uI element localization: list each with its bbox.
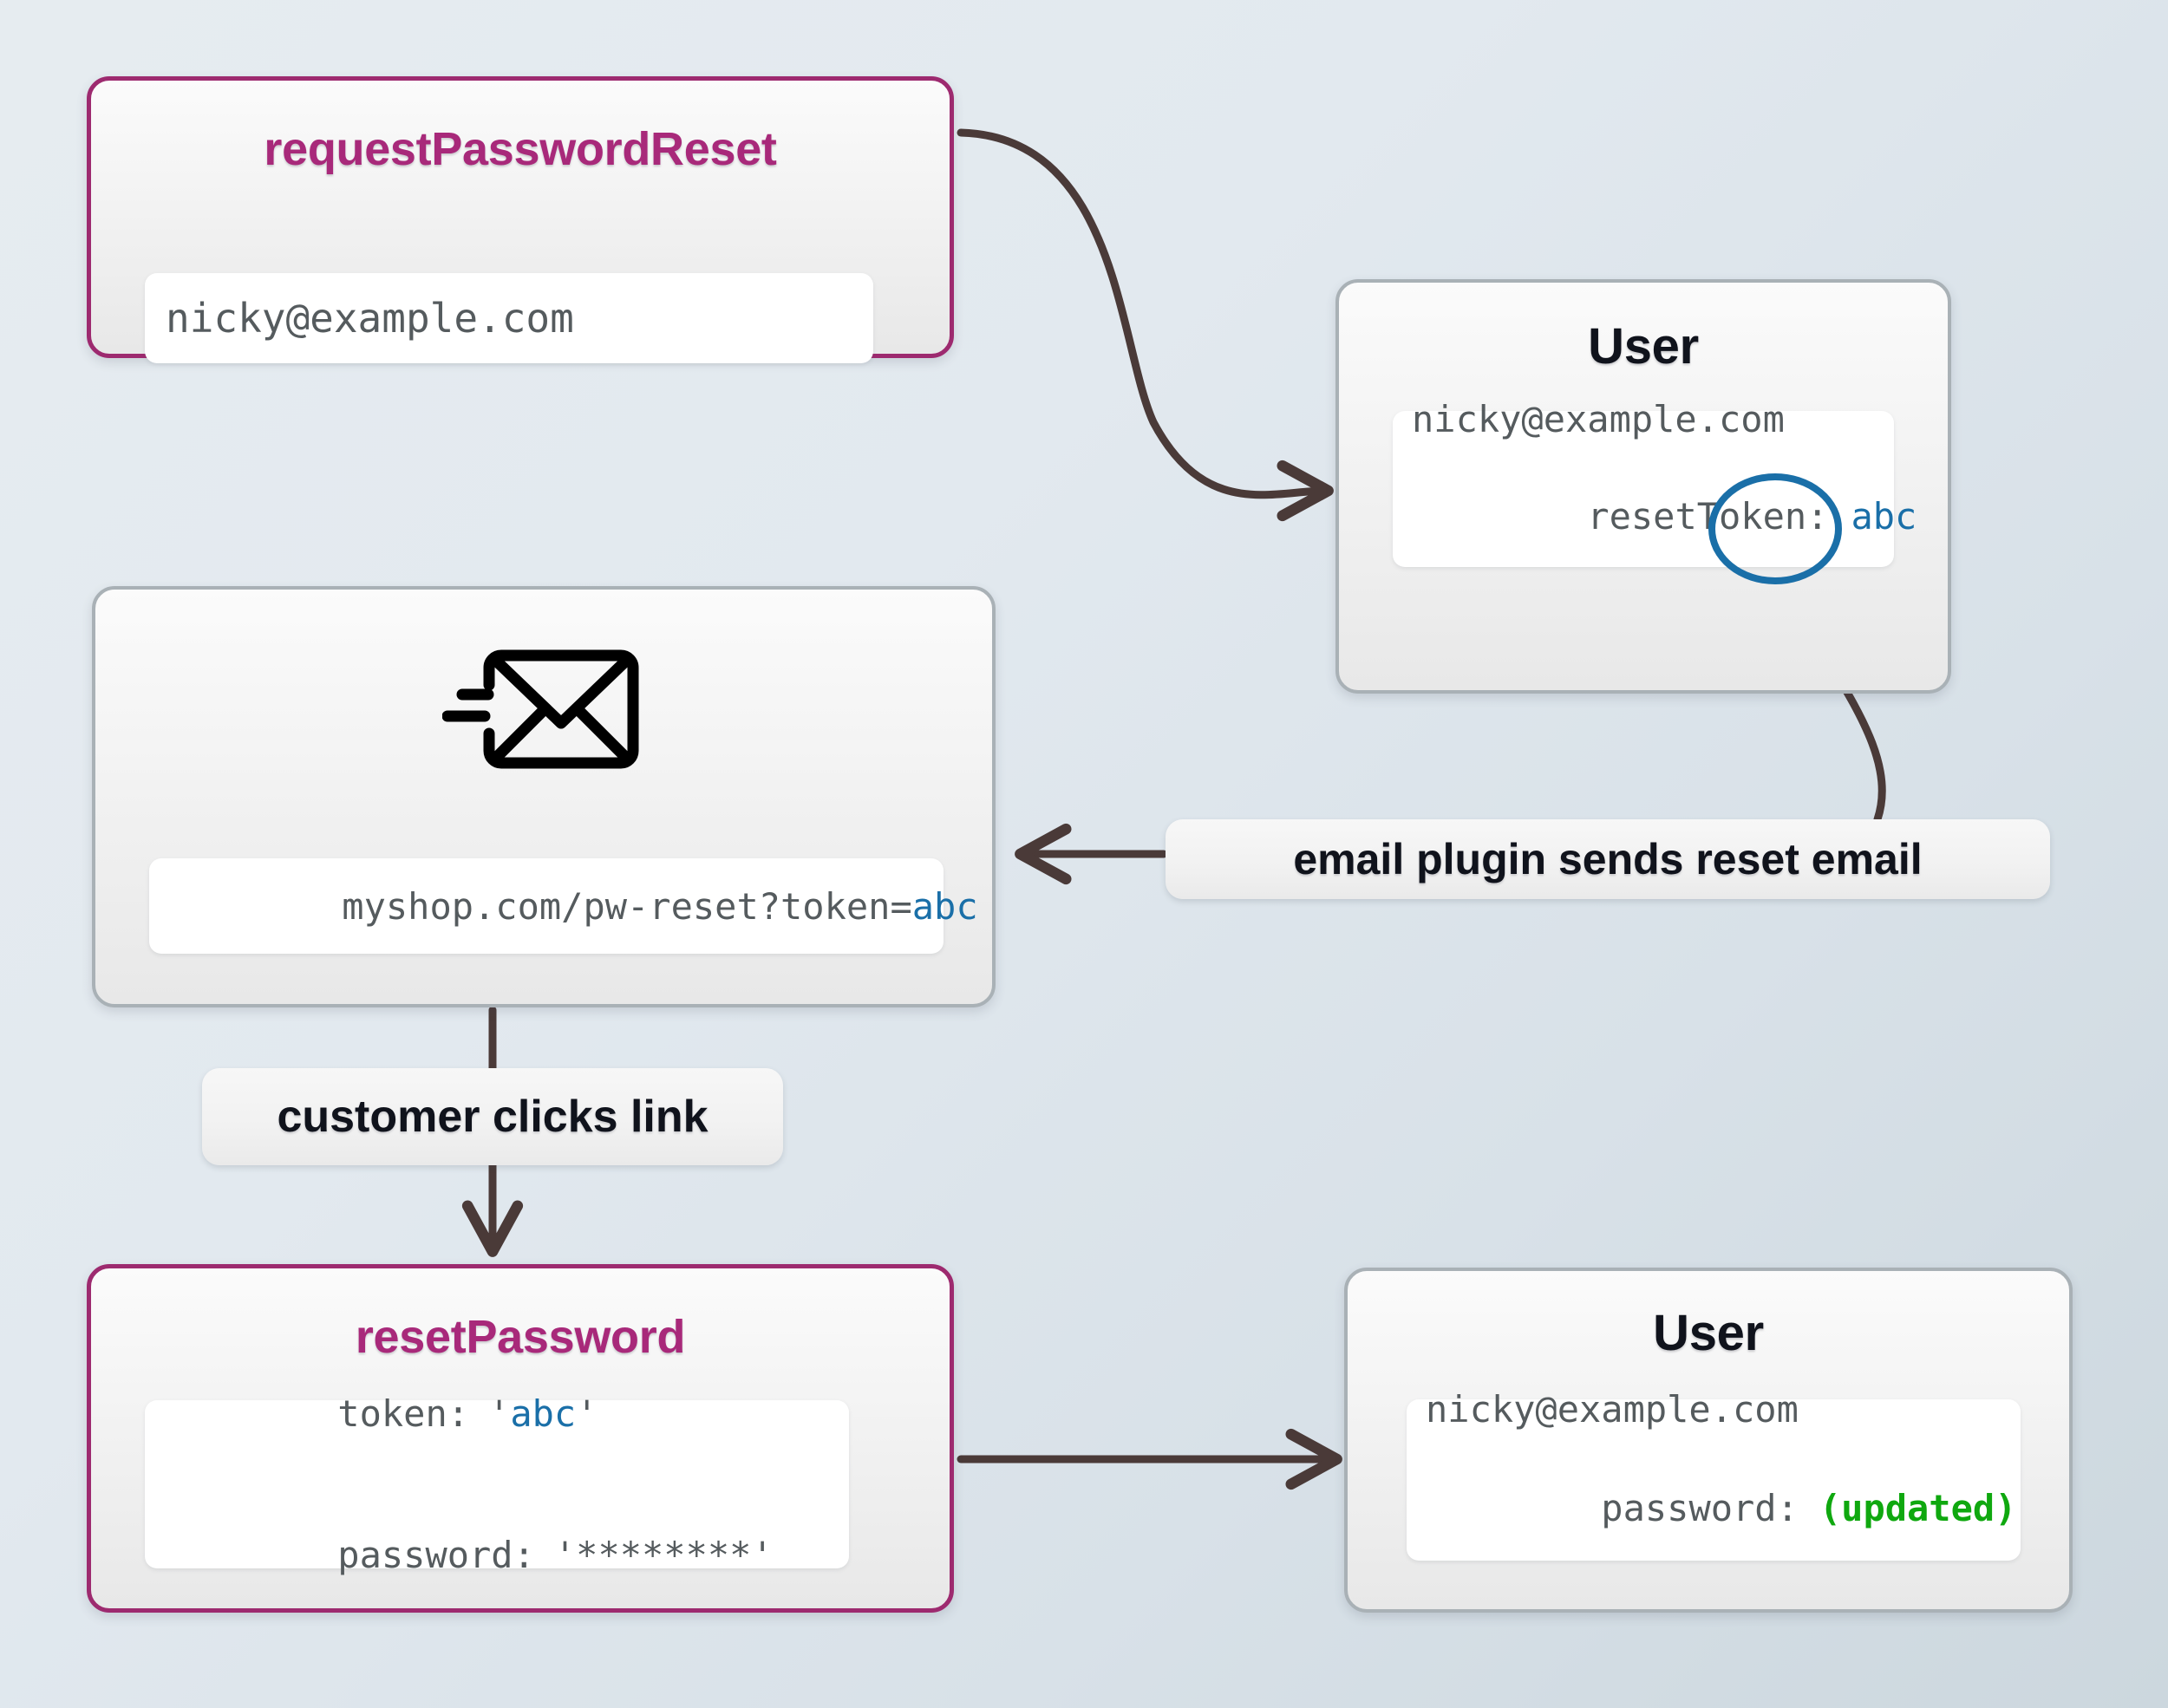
user-updated-password-value: (updated) bbox=[1819, 1487, 2017, 1529]
node-user-updated[interactable]: User nicky@example.com password: (updated… bbox=[1344, 1268, 2073, 1613]
reset-password-password-row: password: '********' bbox=[162, 1491, 849, 1619]
email-message-url-field[interactable]: myshop.com/pw-reset?token=abc bbox=[149, 858, 978, 954]
user-updated-email-value: nicky@example.com bbox=[1426, 1388, 1799, 1431]
reset-password-token-label: token: bbox=[337, 1392, 470, 1435]
email-reset-url: myshop.com/pw-reset?token=abc bbox=[167, 843, 977, 970]
reset-password-token-value: abc bbox=[510, 1392, 577, 1435]
email-reset-url-prefix: myshop.com/pw-reset?token= bbox=[342, 884, 912, 928]
user-email-value: nicky@example.com bbox=[1412, 398, 1785, 440]
reset-password-password-label: password: bbox=[337, 1534, 535, 1576]
reset-password-token-row: token: 'abc' bbox=[162, 1350, 849, 1477]
reset-password-password-value: '********' bbox=[553, 1534, 774, 1576]
node-email-message[interactable]: myshop.com/pw-reset?token=abc bbox=[92, 586, 996, 1007]
email-reset-url-token: abc bbox=[911, 884, 978, 928]
reset-password-token-quote-close: ' bbox=[576, 1392, 598, 1435]
edge-label-email-plugin-text: email plugin sends reset email bbox=[1293, 835, 1923, 883]
reset-password-title: resetPassword bbox=[355, 1311, 686, 1363]
user-reset-token-row: resetToken: abc bbox=[1412, 453, 1917, 580]
request-email-value: nicky@example.com bbox=[166, 295, 574, 342]
user-with-token-title: User bbox=[1588, 318, 1699, 375]
request-password-reset-field: nicky@example.com bbox=[145, 273, 873, 363]
edge-label-customer-clicks-text: customer clicks link bbox=[277, 1092, 709, 1142]
node-user-with-token[interactable]: User nicky@example.com resetToken: abc bbox=[1335, 279, 1951, 694]
edge-label-email-plugin-sends-reset-email: email plugin sends reset email bbox=[1166, 819, 2050, 899]
user-reset-token-label: resetToken: bbox=[1587, 495, 1829, 538]
reset-password-field: token: 'abc' password: '********' bbox=[145, 1392, 849, 1576]
request-password-reset-title: requestPasswordReset bbox=[264, 123, 777, 175]
node-reset-password[interactable]: resetPassword token: 'abc' password: '****… bbox=[87, 1264, 954, 1613]
reset-password-token-quote-open: ' bbox=[488, 1392, 511, 1435]
user-updated-password-row: password: (updated) bbox=[1426, 1444, 2021, 1572]
edge-label-customer-clicks-link: customer clicks link bbox=[202, 1068, 783, 1165]
user-with-token-field: nicky@example.com resetToken: abc bbox=[1393, 398, 1917, 567]
user-updated-title: User bbox=[1653, 1305, 1764, 1361]
node-request-password-reset[interactable]: requestPasswordReset nicky@example.com bbox=[87, 76, 954, 363]
user-updated-password-label: password: bbox=[1601, 1487, 1799, 1529]
edge-request-to-user bbox=[957, 128, 1334, 522]
user-reset-token-value: abc bbox=[1851, 495, 1917, 538]
user-updated-field: nicky@example.com password: (updated) bbox=[1407, 1388, 2021, 1561]
sent-envelope-icon bbox=[442, 649, 639, 769]
